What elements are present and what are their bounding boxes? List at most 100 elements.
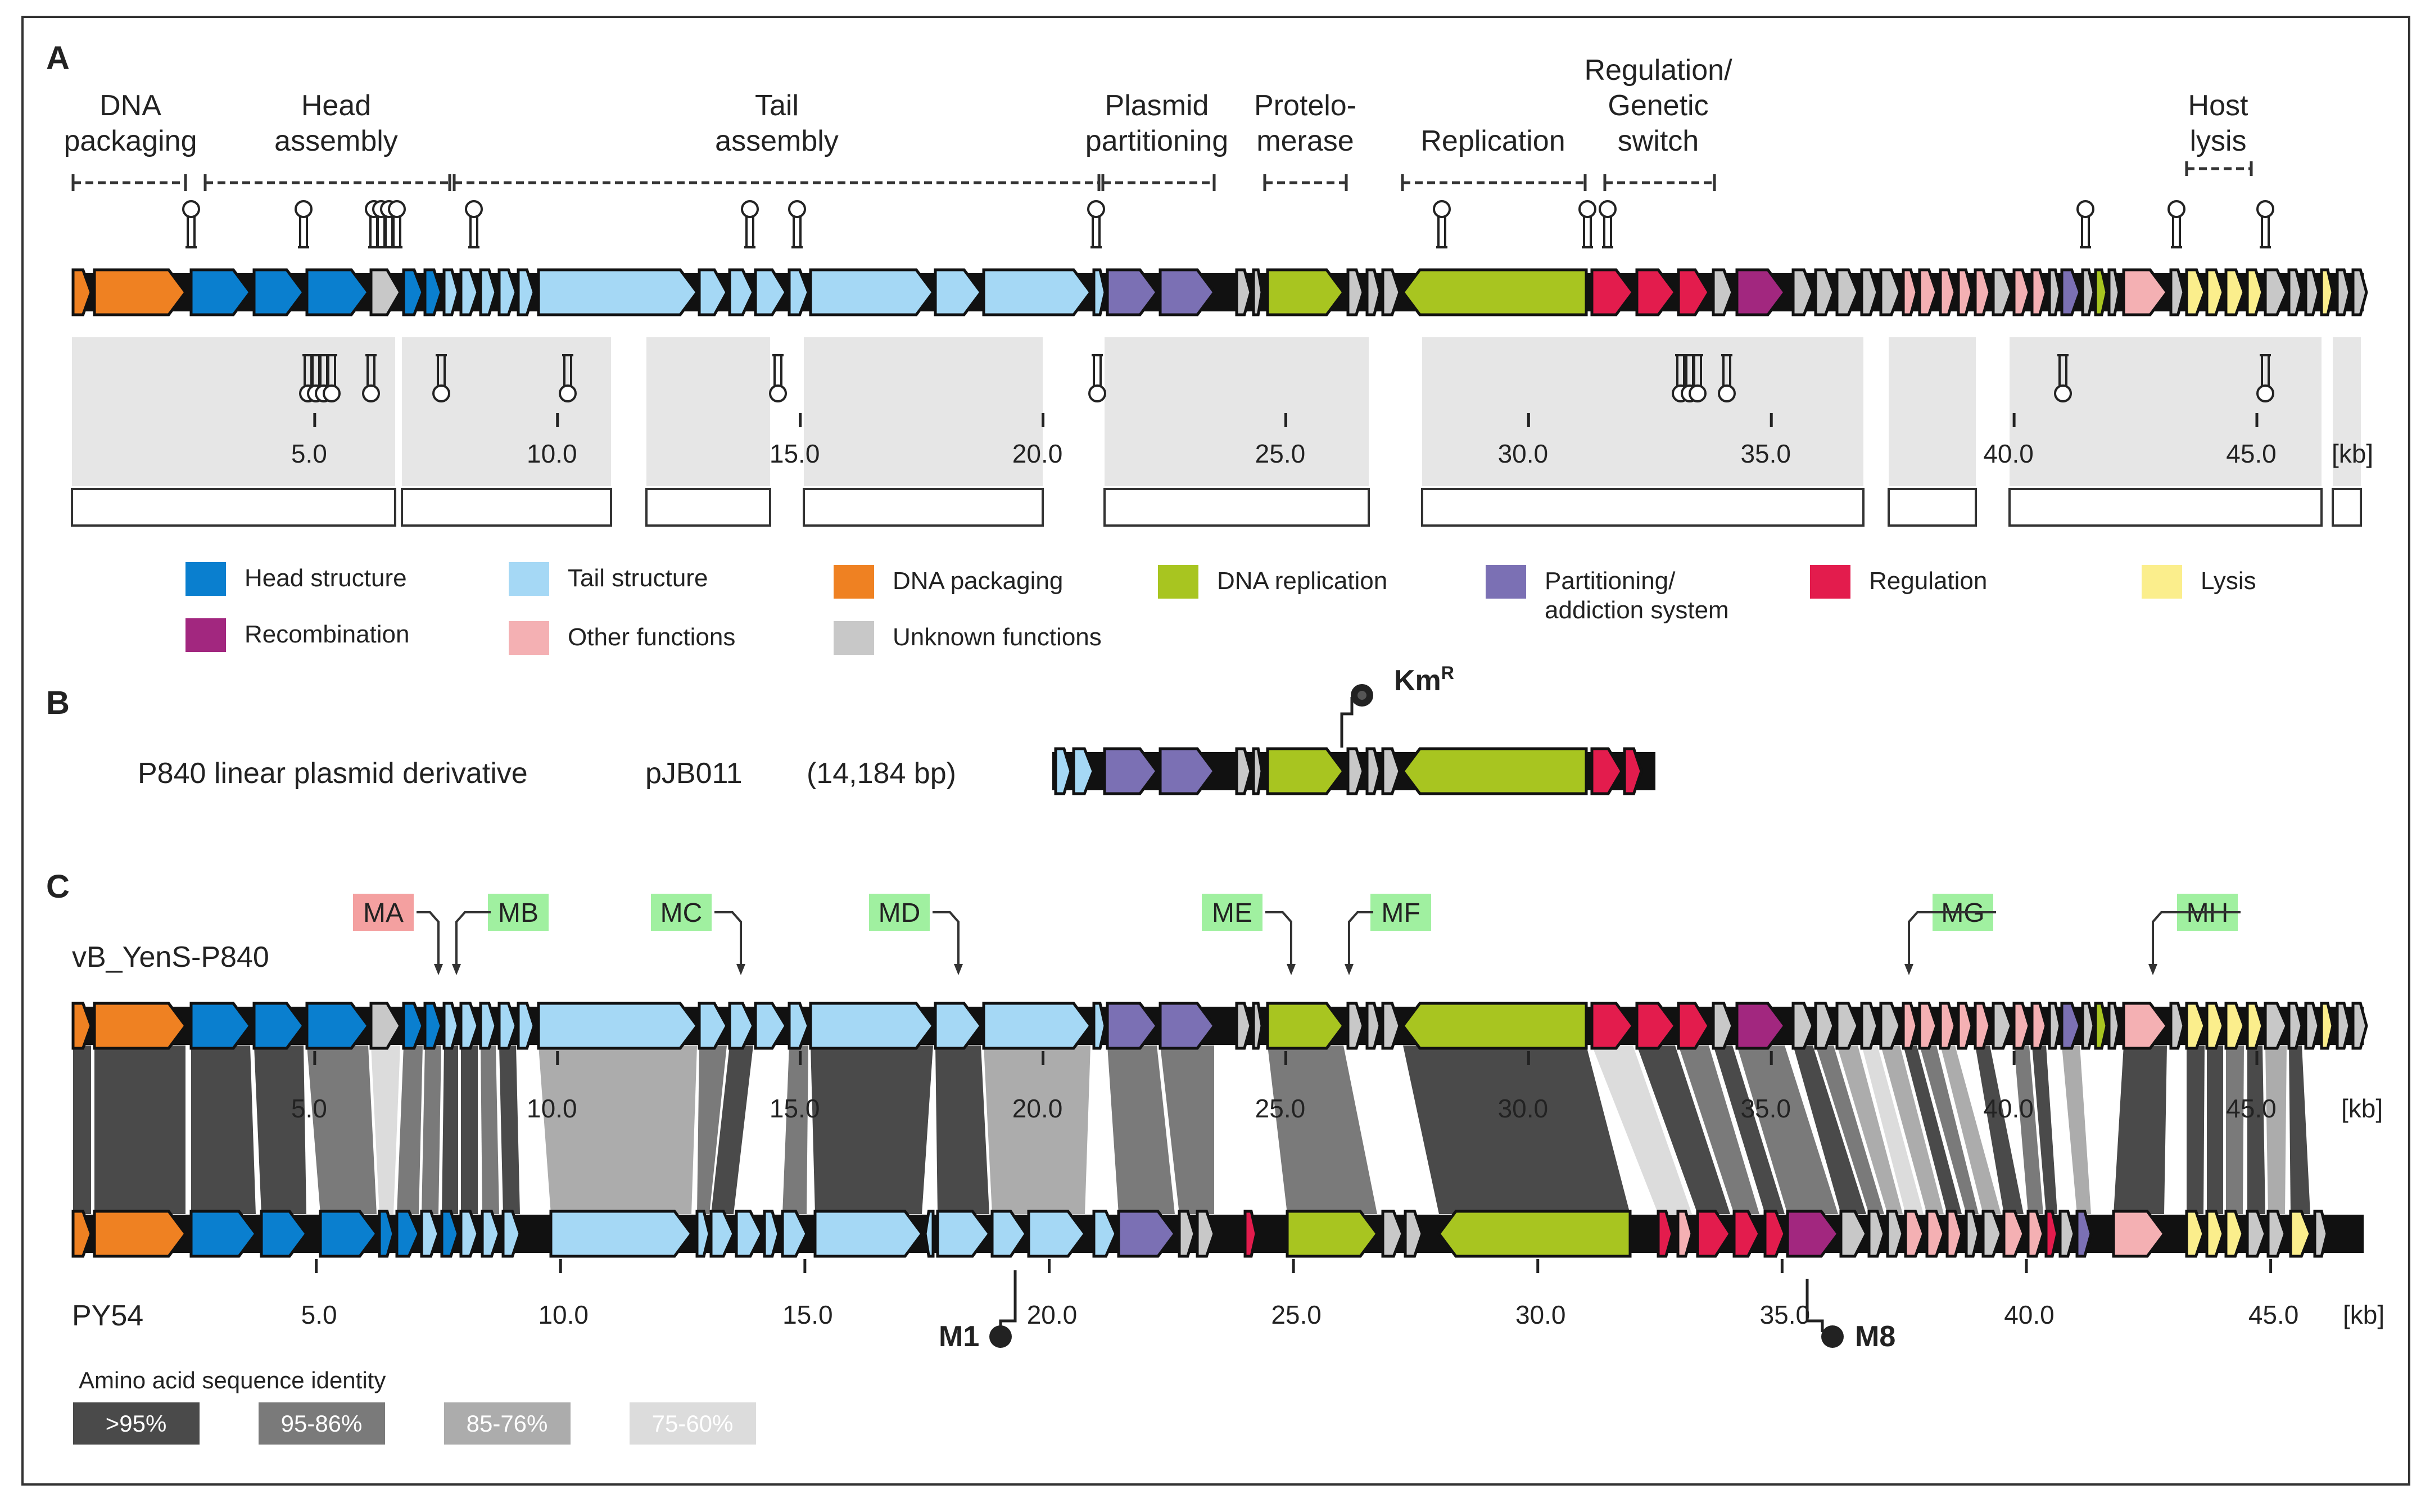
module-label-protelomerase: Protelo-merase [1254, 89, 1356, 157]
gene-arrow [1732, 1210, 1761, 1258]
gene-arrow [698, 1002, 728, 1050]
synteny-band [371, 1045, 400, 1214]
terminator-loop [1433, 200, 1451, 218]
gene-arrow [1735, 268, 1787, 316]
gene-arrow [1252, 747, 1264, 795]
marker-box [488, 894, 549, 931]
axis-tick-label: 20.0 [1012, 1094, 1063, 1123]
axis-tick-label: 30.0 [1515, 1300, 1566, 1329]
synteny-band [481, 1045, 499, 1214]
identity-swatch [73, 1402, 200, 1445]
gene-arrow [1835, 268, 1859, 316]
marker-label: MD [879, 898, 921, 928]
gene-arrow [395, 1210, 420, 1258]
gene-arrow [2320, 268, 2334, 316]
marker-pointer [2152, 911, 2241, 967]
legend-swatch [509, 621, 549, 655]
gene-arrow [1992, 268, 2013, 316]
terminator-loop [2167, 200, 2185, 218]
marker-box [1202, 894, 1262, 931]
gene-arrow [2205, 1210, 2225, 1258]
terminator-loop [2256, 200, 2274, 218]
gene-arrow [481, 1210, 501, 1258]
gene-arrow [2264, 1002, 2288, 1050]
gene-arrow [1791, 1002, 1814, 1050]
gene-arrow [2224, 1002, 2246, 1050]
gene-arrow [788, 268, 810, 316]
legend-label: Recombination [245, 621, 410, 648]
gene-arrow [1401, 747, 1588, 795]
gene-arrow [1092, 1002, 1107, 1050]
gene-arrow [305, 1002, 370, 1050]
synteny-band [73, 1045, 91, 1214]
axis-tick-label: 45.0 [2226, 439, 2277, 468]
gene-arrow [305, 268, 370, 316]
terminator-loop [2076, 200, 2094, 218]
synteny-band [94, 1045, 185, 1214]
synteny-band [1713, 1045, 1785, 1214]
module-brackets [73, 167, 2251, 184]
synteny-band [782, 1045, 808, 1214]
marker-pointer [1348, 911, 1373, 967]
gene-arrow [813, 1210, 924, 1258]
gene-arrow [420, 1210, 440, 1258]
axis-tick-label: 15.0 [770, 1094, 820, 1123]
terminator-loop [465, 200, 483, 218]
gene-arrow [2351, 1002, 2368, 1050]
gene-arrow [809, 268, 935, 316]
gene-arrow [2185, 1210, 2205, 1258]
synteny-band [1268, 1045, 1377, 1214]
gene-arrow [501, 1210, 522, 1258]
identity-label: 85-76% [467, 1410, 548, 1437]
region-shading [72, 337, 2361, 486]
marker-arrowhead [2148, 964, 2157, 975]
km-label: KmR [1394, 663, 1454, 697]
gene-arrow [1381, 747, 1401, 795]
gene-arrow [1635, 1002, 1677, 1050]
gene-arrow [2169, 1002, 2185, 1050]
synteny-band [1403, 1045, 1630, 1214]
gene-arrow [537, 1002, 699, 1050]
gene-arrow [2044, 1210, 2059, 1258]
gene-arrow [2287, 1002, 2304, 1050]
gene-arrow [1437, 1210, 1632, 1258]
gene-arrow [1054, 747, 1073, 795]
gene-arrow [1092, 1210, 1117, 1258]
synteny-band [1862, 1045, 1924, 1214]
gene-arrow [1235, 1002, 1252, 1050]
gene-arrow [934, 1002, 983, 1050]
gene-arrow [459, 1002, 479, 1050]
axis-tick-label: 10.0 [538, 1300, 589, 1329]
gene-arrow [2012, 1002, 2031, 1050]
gene-arrow [2246, 268, 2264, 316]
legend-swatch [834, 565, 874, 599]
gene-arrow [1879, 268, 1902, 316]
terminator-loop [1087, 200, 1105, 218]
gene-arrow [549, 1210, 694, 1258]
legend-swatch [509, 562, 549, 596]
gene-arrow [479, 268, 497, 316]
gene-arrow [1266, 268, 1346, 316]
synteny-band [1678, 1045, 1759, 1214]
gene-arrow [252, 1002, 306, 1050]
gene-arrow [2336, 1002, 2351, 1050]
synteny-band [1940, 1045, 2001, 1214]
gene-arrow [1860, 1002, 1879, 1050]
gene-arrow [1957, 268, 1974, 316]
gene-arrow [497, 1002, 518, 1050]
marker-arrowhead [1904, 964, 1913, 975]
gene-arrow [2224, 268, 2246, 316]
genome-name-bottom: PY54 [72, 1300, 143, 1332]
gene-arrow [2060, 1002, 2081, 1050]
gene-arrow [1835, 1002, 1859, 1050]
gene-arrow [1365, 747, 1382, 795]
terminator-loop [388, 200, 406, 218]
synteny-band [1881, 1045, 1944, 1214]
terminator-loop [1599, 200, 1617, 218]
gene-arrow [2112, 1210, 2166, 1258]
axis-tick-label: 25.0 [1255, 439, 1306, 468]
axis-tick-label: 30.0 [1498, 439, 1549, 468]
gene-arrow [1886, 1210, 1904, 1258]
